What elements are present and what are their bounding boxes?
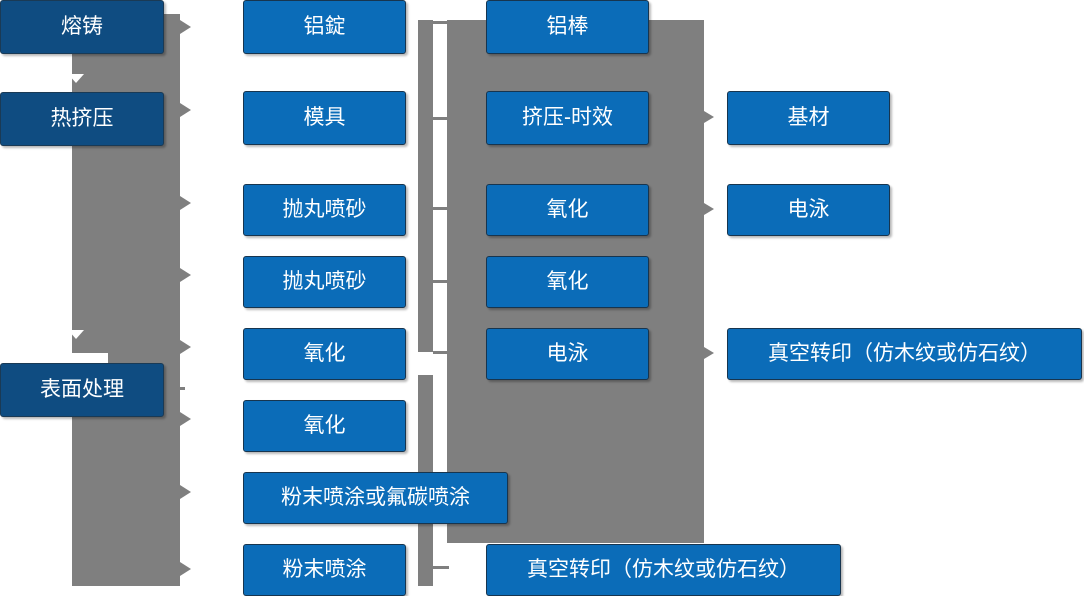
- node-process-2[interactable]: 挤压-时效: [486, 91, 649, 145]
- arrow-to-in-5: [180, 340, 191, 354]
- node-label: 氧化: [303, 341, 346, 365]
- node-output-3[interactable]: 真空转印（仿木纹或仿石纹）: [727, 328, 1082, 380]
- node-label: 氧化: [546, 269, 589, 293]
- node-label: 抛丸喷砂: [282, 269, 367, 293]
- arrow-to-in-7: [180, 485, 191, 499]
- arrow-to-in-6: [180, 412, 191, 426]
- node-label: 基材: [787, 105, 830, 129]
- node-process-6[interactable]: 真空转印（仿木纹或仿石纹）: [486, 544, 841, 596]
- node-input-4[interactable]: 抛丸喷砂: [243, 256, 406, 308]
- node-label: 铝錠: [303, 14, 346, 38]
- arrow-to-in-2: [180, 103, 191, 117]
- node-label: 熔铸: [61, 14, 103, 38]
- tie-line-2: [433, 117, 449, 120]
- node-label: 真空转印（仿木纹或仿石纹）: [527, 557, 800, 581]
- node-process-4[interactable]: 氧化: [486, 256, 649, 308]
- node-output-1[interactable]: 基材: [727, 91, 890, 145]
- stage-flow-arrow-1: [68, 74, 84, 83]
- tie-line-4: [433, 280, 449, 283]
- node-label: 电泳: [546, 341, 589, 365]
- arrow-to-in-3: [180, 196, 191, 210]
- arrow-to-in-1: [180, 20, 191, 34]
- node-label: 抛丸喷砂: [282, 197, 367, 221]
- node-label: 模具: [303, 105, 346, 129]
- node-label: 氧化: [546, 197, 589, 221]
- node-input-2[interactable]: 模具: [243, 91, 406, 145]
- node-label: 真空转印（仿木纹或仿石纹）: [768, 341, 1041, 365]
- connector-stub-surface: [165, 387, 185, 390]
- node-input-7[interactable]: 粉末喷涂或氟碳喷涂: [243, 472, 508, 524]
- node-output-2[interactable]: 电泳: [727, 184, 890, 236]
- node-input-6[interactable]: 氧化: [243, 400, 406, 452]
- arrow-to-out-1: [704, 111, 714, 123]
- tie-line-6: [433, 566, 449, 569]
- tie-line-5: [433, 351, 449, 354]
- tie-line-3: [433, 207, 449, 210]
- node-input-5[interactable]: 氧化: [243, 328, 406, 380]
- node-label: 电泳: [787, 197, 830, 221]
- node-input-8[interactable]: 粉末喷涂: [243, 544, 406, 596]
- arrow-to-in-4: [180, 268, 191, 282]
- node-process-3[interactable]: 氧化: [486, 184, 649, 236]
- node-label: 挤压-时效: [522, 105, 613, 129]
- node-stage-1[interactable]: 熔铸: [0, 0, 164, 54]
- node-input-3[interactable]: 抛丸喷砂: [243, 184, 406, 236]
- node-label: 热挤压: [50, 106, 114, 130]
- node-stage-3[interactable]: 表面处理: [0, 363, 164, 417]
- node-input-1[interactable]: 铝錠: [243, 0, 406, 54]
- arrow-to-out-2: [704, 203, 714, 215]
- node-label: 粉末喷涂: [282, 557, 367, 581]
- node-label: 表面处理: [40, 377, 124, 401]
- node-process-5[interactable]: 电泳: [486, 328, 649, 380]
- connector-rail-mid-upper: [418, 20, 433, 352]
- node-label: 铝棒: [546, 14, 589, 38]
- tie-line-1: [433, 21, 449, 24]
- node-process-1[interactable]: 铝棒: [486, 0, 649, 54]
- arrow-to-in-8: [180, 562, 191, 576]
- stage-flow-arrow-2: [68, 330, 84, 339]
- node-stage-2[interactable]: 热挤压: [0, 92, 164, 146]
- node-label: 粉末喷涂或氟碳喷涂: [281, 485, 470, 509]
- node-label: 氧化: [303, 413, 346, 437]
- arrow-to-out-3: [704, 347, 714, 359]
